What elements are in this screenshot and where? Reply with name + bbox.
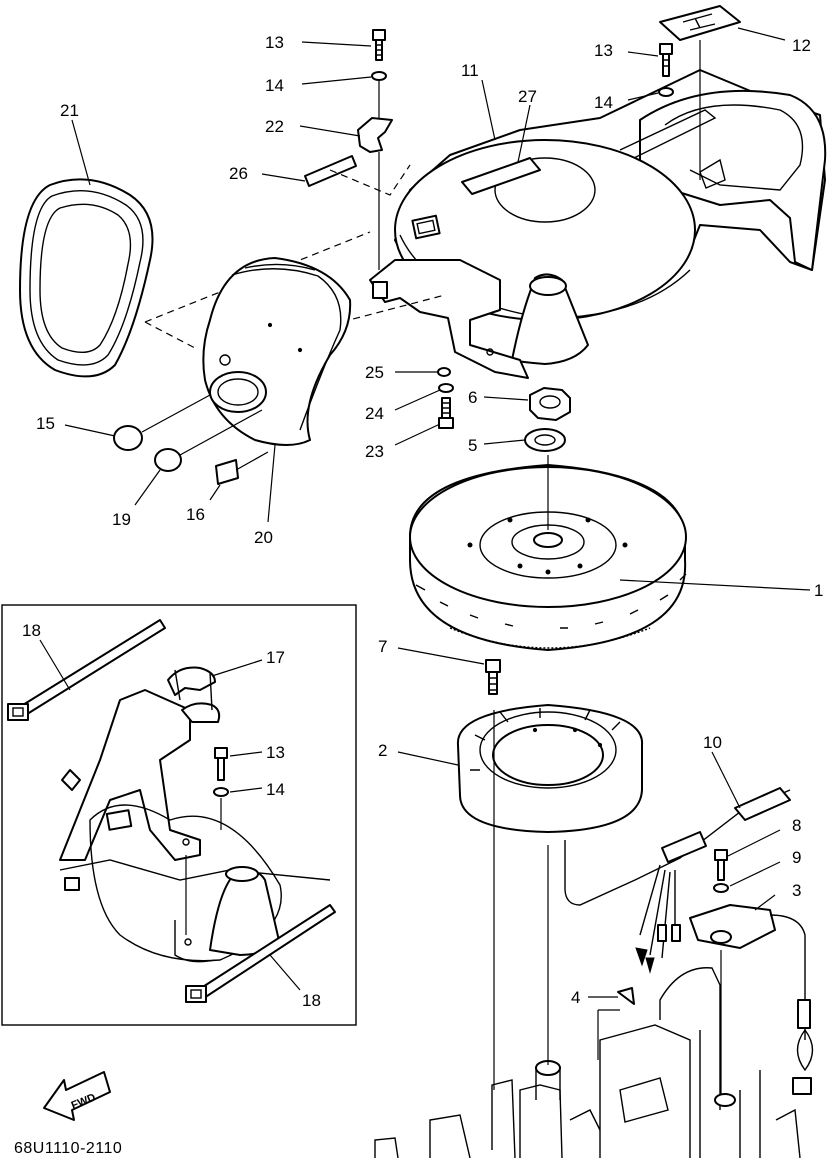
callout-27: 27: [518, 87, 537, 106]
callout-22: 22: [265, 117, 284, 136]
callout-14-upper-right: 14: [594, 93, 613, 112]
washer-5: [524, 428, 566, 452]
callout-17: 17: [266, 648, 285, 667]
nut-6: [529, 387, 571, 421]
fwd-arrow-icon: FWD: [43, 1071, 111, 1121]
callout-24: 24: [365, 404, 384, 423]
callout-13-upper-left: 13: [265, 33, 284, 52]
washer-25: [437, 367, 451, 377]
callout-1: 1: [814, 581, 823, 600]
bolt-8: [714, 849, 728, 881]
bolt-7: [485, 659, 501, 695]
cover-20: [202, 257, 352, 446]
label-16: [215, 451, 269, 485]
decal-26: [304, 155, 357, 187]
callout-16: 16: [186, 505, 205, 524]
callout-11: 11: [461, 61, 479, 80]
callout-18-lower: 18: [302, 991, 321, 1010]
callout-26: 26: [229, 164, 248, 183]
bolt-13-upper-right: [659, 43, 673, 77]
callout-14-inset: 14: [266, 780, 285, 799]
callout-7: 7: [378, 637, 387, 656]
pulser-coil-3: [689, 904, 814, 1095]
callout-23: 23: [365, 442, 384, 461]
callout-18-upper: 18: [22, 621, 41, 640]
callout-6: 6: [468, 388, 477, 407]
lead-wire-10: [564, 787, 791, 974]
washer-24: [438, 383, 454, 393]
pin-4: [597, 987, 635, 1060]
engine-block: [374, 710, 801, 1158]
callouts: 1 2 3 4 5 6 7 8 9 10 11 12 13 13 13 14 1…: [22, 33, 823, 1010]
callout-25: 25: [365, 363, 384, 382]
washer-9: [713, 883, 729, 893]
clip-22: [357, 80, 393, 270]
seal-21: [19, 178, 154, 378]
callout-3: 3: [792, 881, 801, 900]
callout-13-inset: 13: [266, 743, 285, 762]
inset-bracket: [59, 689, 331, 963]
callout-19: 19: [112, 510, 131, 529]
callout-10: 10: [703, 733, 722, 752]
washer-14-upper-left: [371, 71, 387, 81]
cable-tie-18-upper: [7, 619, 166, 721]
callout-20: 20: [254, 528, 273, 547]
callout-2: 2: [378, 741, 387, 760]
callout-14-upper-left: 14: [265, 76, 284, 95]
washer-14-inset: [213, 787, 229, 797]
plug-19: [154, 409, 263, 472]
callout-21: 21: [60, 101, 79, 120]
callout-4: 4: [571, 988, 580, 1007]
plug-15: [113, 394, 211, 451]
callout-15: 15: [36, 414, 55, 433]
bolt-13-inset: [214, 747, 228, 781]
bolt-23: [438, 397, 454, 429]
inset-detail-box: [1, 604, 357, 1026]
drawing-code: 68U1110-2110: [14, 1140, 122, 1157]
callout-12: 12: [792, 36, 811, 55]
plate-12: [659, 5, 741, 180]
clamp-17: [167, 666, 221, 723]
washer-14-upper-right: [658, 87, 674, 97]
flywheel-1: [409, 455, 687, 651]
bolt-13-upper-left: [372, 29, 386, 61]
bracket-main: [369, 259, 529, 379]
callout-13-upper-right: 13: [594, 41, 613, 60]
callout-8: 8: [792, 816, 801, 835]
leader-lines: [39, 27, 811, 998]
stator-2: [456, 704, 644, 833]
cable-tie-18-lower: [185, 904, 336, 1003]
callout-9: 9: [792, 848, 801, 867]
callout-5: 5: [468, 436, 477, 455]
decal-27: [461, 157, 541, 195]
